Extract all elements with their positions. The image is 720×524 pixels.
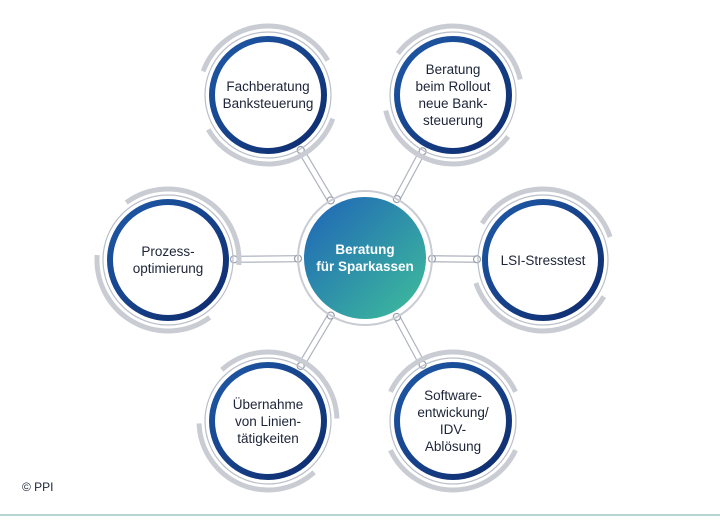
nodes-layer [94,23,613,493]
center-circle [304,197,426,319]
center-outer-ring [297,190,433,326]
node-ring [107,199,229,321]
bottom-divider [0,514,720,516]
node-label-prozess: Prozess- optimierung [132,244,204,276]
center-label: Beratung für Sparkassen [316,242,414,274]
node-outer-arc [395,23,523,81]
connector-dot [472,255,482,264]
node-lsi [473,186,613,334]
node-ring [394,36,512,154]
node-outer-arc [124,186,242,266]
node-label-uebernahme: Übernahme von Linien- tätigkeiten [232,396,304,446]
node-label-fachberatung: Fachberatung Banksteuerung [222,79,314,111]
node-thin-ring [477,194,609,326]
node-outer-arc [196,423,316,493]
node-ring [482,199,604,321]
node-label-rollout: Beratung beim Rollout neue Bank- steueru… [415,62,491,128]
node-prozess [94,186,242,334]
connector-dot [229,255,239,264]
node-software [388,349,518,493]
node-label-software: Software- entwickung/ IDV- Ablösung [417,388,489,454]
node-outer-arc [383,109,511,167]
node-outer-arc [94,254,212,334]
node-ring [209,362,327,480]
node-uebernahme [196,349,340,493]
node-outer-arc [479,186,613,238]
node-ring [394,362,512,480]
connector-uebernahme [296,311,335,371]
node-thin-ring [204,357,332,485]
node-thin-ring [102,194,234,326]
copyright-text: © PPI [22,480,54,494]
node-ring [209,36,327,154]
node-outer-arc [206,117,336,167]
node-outer-arc [388,449,518,493]
connectors [229,145,482,371]
node-fachberatung [200,23,336,167]
node-thin-ring [389,31,517,159]
node-rollout [383,23,523,167]
node-outer-arc [220,349,340,419]
node-outer-arc [388,349,518,393]
center-layer [297,190,433,326]
node-thin-ring [204,31,332,159]
node-outer-arc [473,282,607,334]
node-thin-ring [389,357,517,485]
node-outer-arc [200,23,330,73]
connector-lsi [427,254,482,264]
node-label-lsi: LSI-Stresstest [500,252,586,268]
